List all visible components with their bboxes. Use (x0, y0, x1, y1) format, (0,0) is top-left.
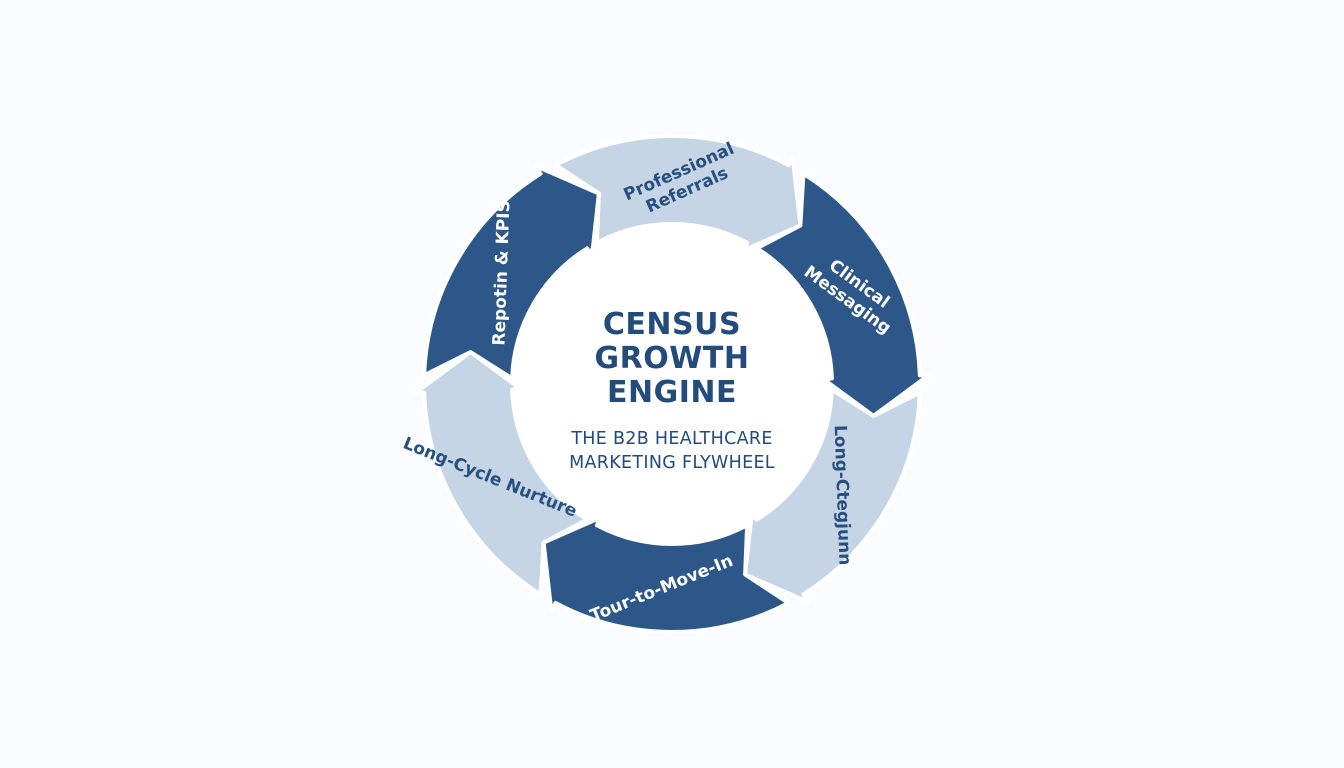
center-circle (514, 226, 830, 542)
flywheel-segment-3 (743, 387, 922, 604)
center-title-line-3: ENGINE (607, 375, 737, 410)
center-subtitle-line-1: THE B2B HEALTHCARE (570, 429, 772, 449)
flywheel-segment-2 (754, 171, 931, 418)
flywheel-segment-1 (553, 134, 803, 253)
center-title-line-2: GROWTH (595, 341, 750, 376)
flywheel-center: CENSUS GROWTH ENGINE THE B2B HEALTHCARE … (514, 226, 830, 542)
flywheel-segment-5 (413, 350, 590, 597)
segment-label-3-line-1: Long-Ctegjunn (830, 425, 855, 566)
flywheel-segment-6 (422, 164, 601, 381)
flywheel-ring (413, 134, 931, 634)
center-subtitle-line-2: MARKETING FLYWHEEL (569, 453, 775, 473)
center-title-line-1: CENSUS (603, 307, 741, 342)
flywheel-segment-4 (541, 515, 791, 634)
segment-label-3: Long-Ctegjunn (830, 425, 855, 566)
